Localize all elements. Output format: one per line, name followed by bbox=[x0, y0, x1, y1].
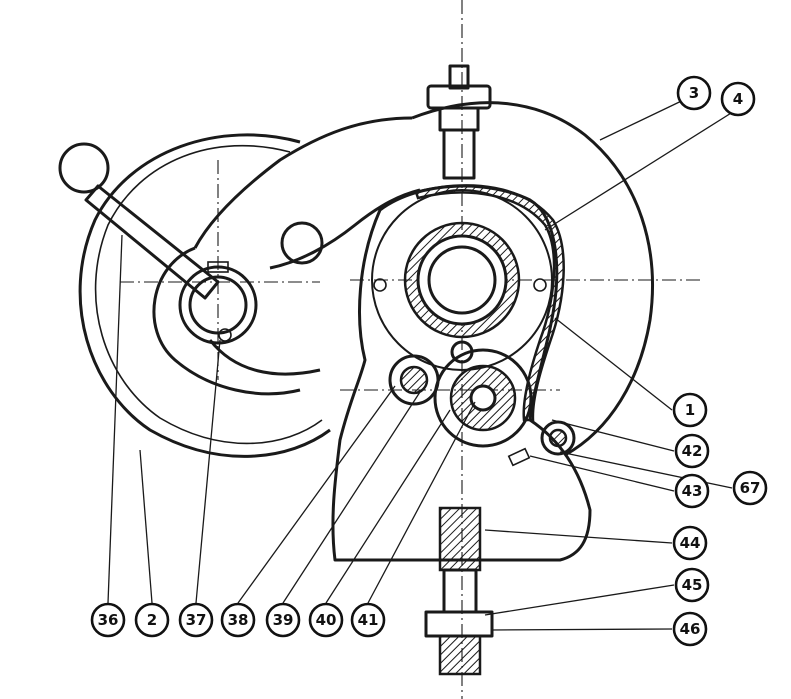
callout-38: 38 bbox=[220, 602, 256, 638]
svg-text:44: 44 bbox=[680, 534, 701, 552]
leader-lines bbox=[107, 94, 737, 631]
callout-42: 42 bbox=[674, 433, 710, 469]
callout-36: 36 bbox=[90, 602, 126, 638]
top-adjuster bbox=[426, 64, 492, 180]
spiral-body-part-2 bbox=[78, 133, 331, 458]
svg-text:2: 2 bbox=[147, 611, 157, 629]
callout-43: 43 bbox=[674, 473, 710, 509]
bottom-stud bbox=[424, 506, 494, 676]
callout-4: 4 bbox=[720, 81, 756, 117]
svg-text:46: 46 bbox=[680, 620, 701, 638]
callout-39: 39 bbox=[265, 602, 301, 638]
callout-37: 37 bbox=[178, 602, 214, 638]
svg-text:40: 40 bbox=[316, 611, 337, 629]
callout-3: 3 bbox=[676, 75, 712, 111]
callout-45: 45 bbox=[674, 567, 710, 603]
upper-arm bbox=[193, 116, 421, 270]
main-frame-part-3 bbox=[411, 101, 654, 457]
curved-slot-part-4 bbox=[414, 184, 565, 422]
pivot-hub bbox=[178, 261, 258, 345]
svg-text:36: 36 bbox=[98, 611, 119, 629]
callout-44: 44 bbox=[672, 525, 708, 561]
svg-text:38: 38 bbox=[228, 611, 249, 629]
callout-67: 67 bbox=[732, 470, 768, 506]
svg-text:41: 41 bbox=[358, 611, 379, 629]
svg-text:4: 4 bbox=[733, 90, 743, 108]
main-bearing bbox=[371, 189, 553, 371]
spiral-body-inner-curve bbox=[152, 246, 321, 396]
arm-knob bbox=[280, 221, 324, 265]
svg-text:43: 43 bbox=[682, 482, 703, 500]
svg-text:39: 39 bbox=[273, 611, 294, 629]
svg-text:67: 67 bbox=[740, 479, 761, 497]
svg-text:1: 1 bbox=[685, 401, 695, 419]
callout-2: 2 bbox=[134, 602, 170, 638]
callout-41: 41 bbox=[350, 602, 386, 638]
spiral-body-inner-rim bbox=[94, 144, 323, 445]
svg-text:45: 45 bbox=[682, 576, 703, 594]
gear-train bbox=[388, 340, 533, 448]
callout-46: 46 bbox=[672, 611, 708, 647]
housing-screws bbox=[373, 278, 547, 292]
svg-text:37: 37 bbox=[186, 611, 207, 629]
set-screw-part-43 bbox=[507, 447, 531, 467]
svg-text:42: 42 bbox=[682, 442, 703, 460]
svg-text:3: 3 bbox=[689, 84, 699, 102]
callout-1: 1 bbox=[672, 392, 708, 428]
callout-40: 40 bbox=[308, 602, 344, 638]
roller-part-42 bbox=[540, 420, 576, 456]
handle-part-36 bbox=[58, 142, 220, 300]
